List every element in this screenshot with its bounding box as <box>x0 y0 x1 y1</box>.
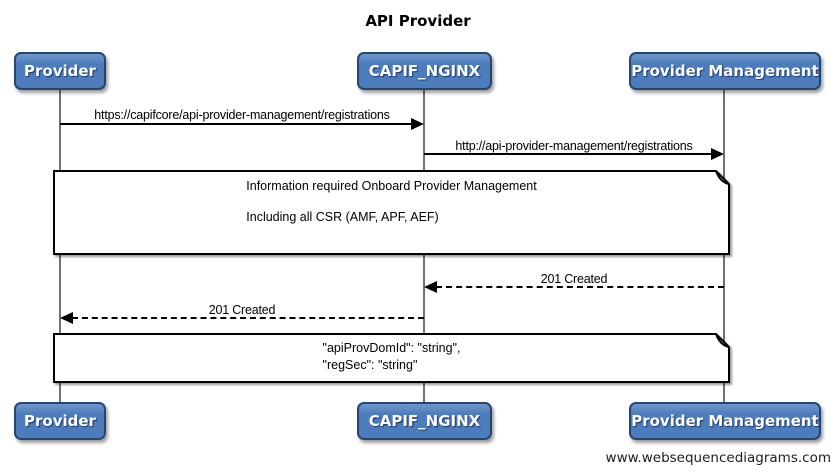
actor-provider-management-top: Provider Management <box>629 52 821 90</box>
actor-provider-top: Provider <box>14 52 106 90</box>
message-line-4 <box>72 317 424 319</box>
watermark: www.websequencediagrams.com <box>605 450 831 466</box>
message-line-3 <box>436 286 724 288</box>
arrowhead-right-icon <box>411 118 424 130</box>
message-label-3: 201 Created <box>540 272 608 286</box>
diagram-title: API Provider <box>365 12 471 30</box>
message-line-2 <box>424 153 712 155</box>
arrowhead-left-icon <box>60 312 73 324</box>
note-outline-icon <box>53 333 730 383</box>
message-label-2: http://api-provider-management/registrat… <box>455 139 693 153</box>
note-line: "regSec": "string" <box>322 358 418 372</box>
arrowhead-left-icon <box>424 281 437 293</box>
message-line-1 <box>60 123 412 125</box>
message-label-4: 201 Created <box>208 303 276 317</box>
note-outline-icon <box>53 170 730 255</box>
actor-capif-nginx-bottom: CAPIF_NGINX <box>357 402 492 440</box>
note-onboard-info: Information required Onboard Provider Ma… <box>53 170 730 255</box>
actor-provider-bottom: Provider <box>14 402 106 440</box>
note-line: "apiProvDomId": "string", <box>322 341 461 355</box>
note-response-body: "apiProvDomId": "string", "regSec": "str… <box>53 333 730 383</box>
actor-provider-management-bottom: Provider Management <box>629 402 821 440</box>
actor-capif-nginx-top: CAPIF_NGINX <box>357 52 492 90</box>
note-line: Information required Onboard Provider Ma… <box>246 179 537 193</box>
message-label-1: https://capifcore/api-provider-managemen… <box>94 108 390 122</box>
note-line: Including all CSR (AMF, APF, AEF) <box>246 210 439 224</box>
arrowhead-right-icon <box>711 148 724 160</box>
